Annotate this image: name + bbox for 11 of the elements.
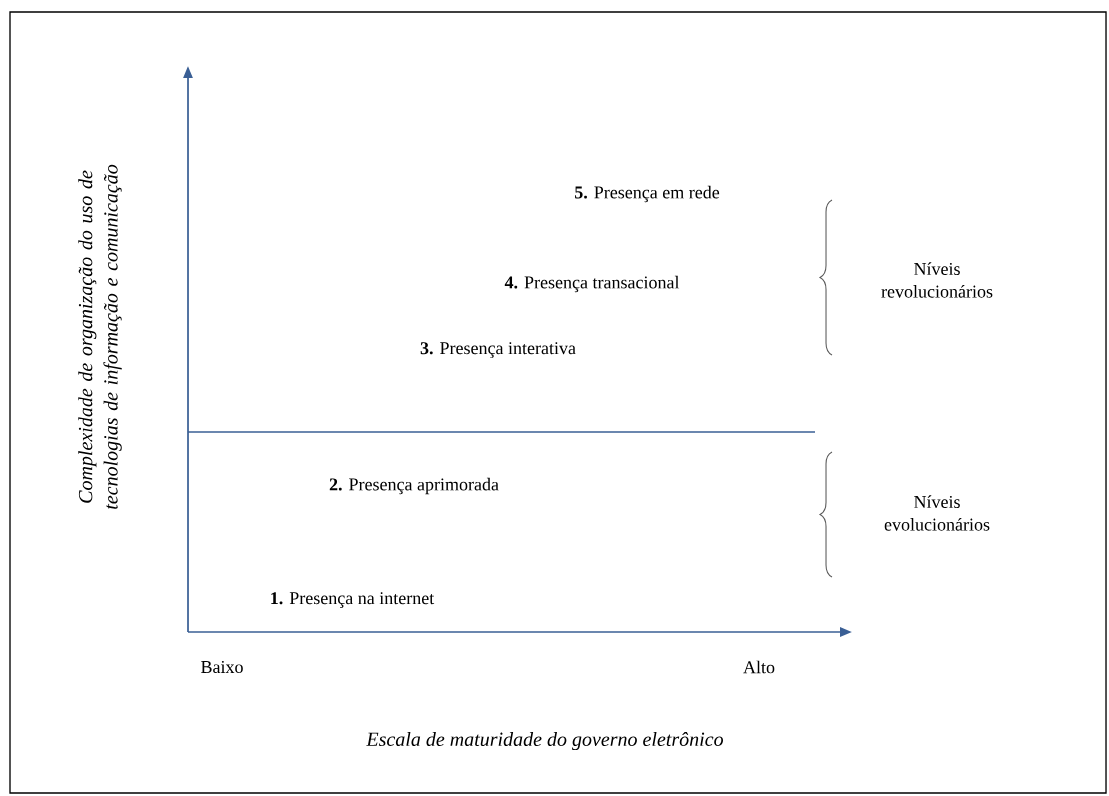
axis-title: Complexidade de organização do uso de tecnologias de informação e comunicação xyxy=(78,164,122,509)
group-label: Níveis revolucionários xyxy=(881,262,993,298)
level-label: 1. Presença na internet xyxy=(271,592,435,608)
level-label: 2. Presença aprimorada xyxy=(329,477,499,495)
group-label: Níveis evolucionários xyxy=(884,495,990,531)
axis-tick-label: Baixo xyxy=(201,660,243,674)
level-label: 3. Presença interativa xyxy=(420,342,576,358)
level-label: 5. Presença em rede xyxy=(575,185,720,203)
axis-tick-label: Alto xyxy=(743,660,775,674)
level-label: 4. Presença transacional xyxy=(504,275,680,293)
axis-title: Escala de maturidade do governo eletrônico xyxy=(366,731,723,751)
